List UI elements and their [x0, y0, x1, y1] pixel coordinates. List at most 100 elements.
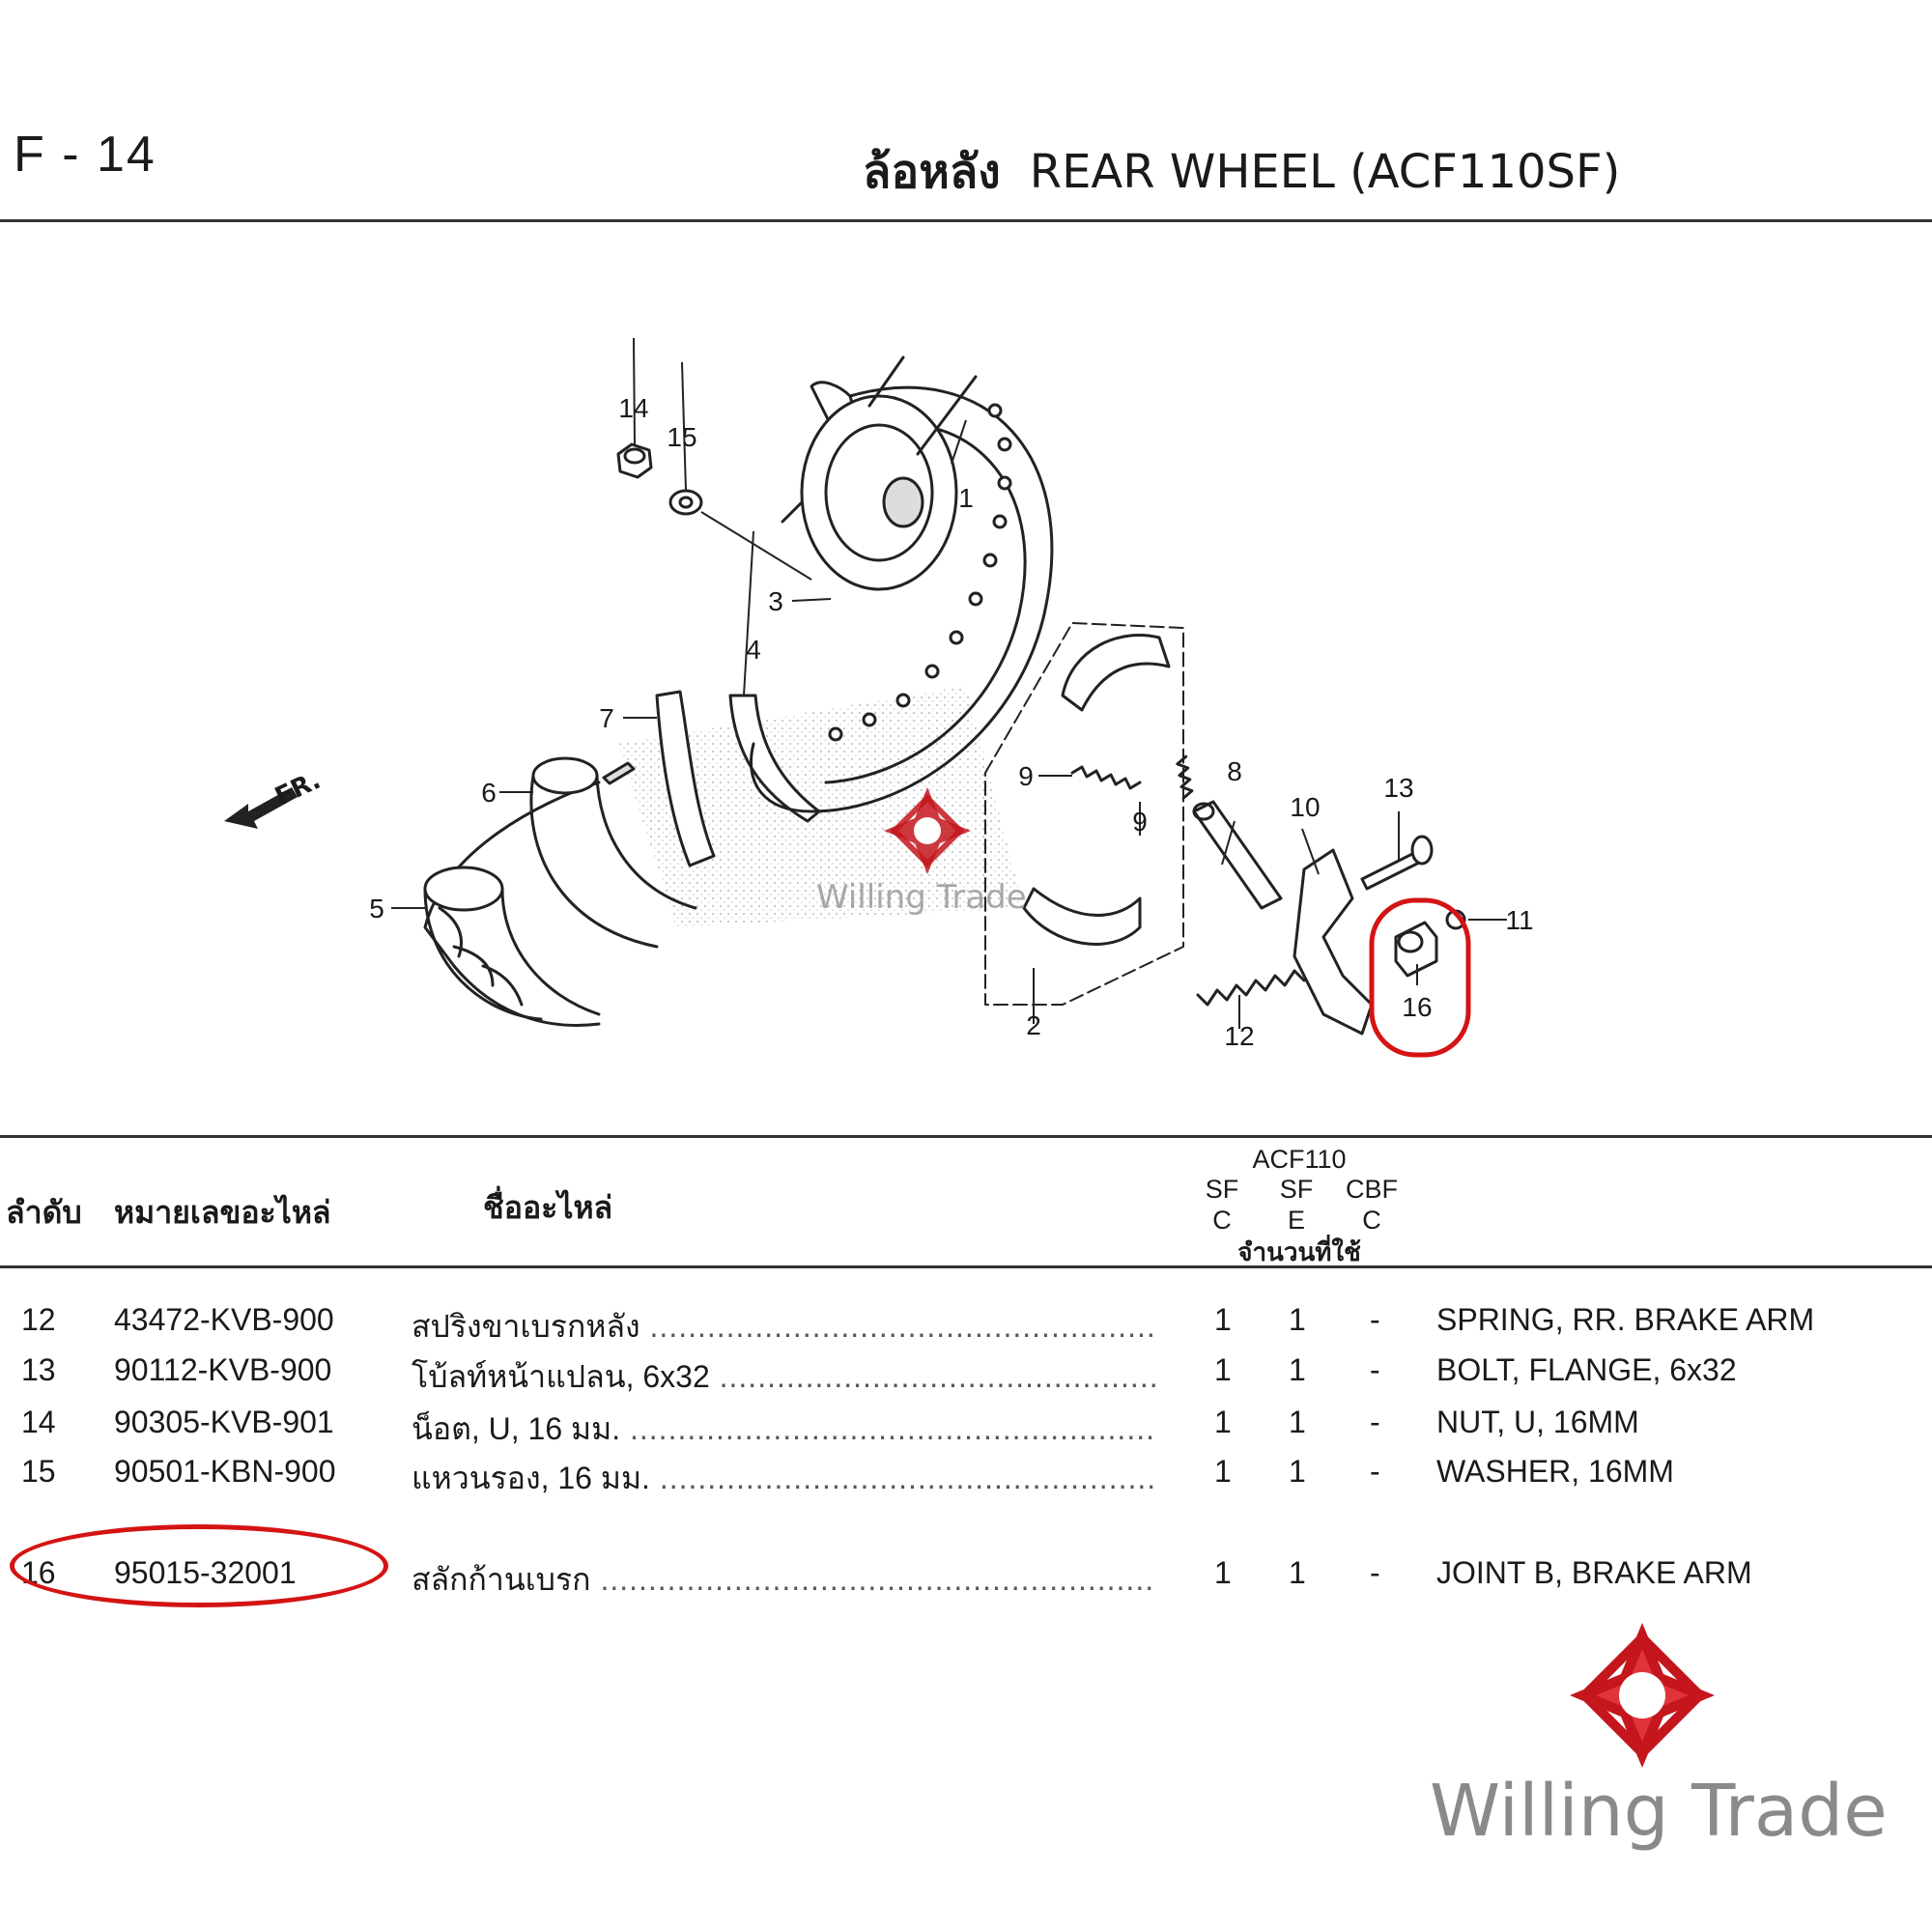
watermark-text: Willing Trade [1430, 1770, 1888, 1853]
col-header-no: ลำดับ [6, 1194, 82, 1231]
page-title-thai: ล้อหลัง [863, 145, 1001, 199]
callout-1: 1 [958, 483, 974, 513]
brake-shoe-lower [1022, 887, 1142, 946]
col-header-qty: จำนวนที่ใช้ [1237, 1238, 1361, 1267]
variant-2-line1: SF [1279, 1175, 1314, 1204]
callout-6: 6 [481, 778, 497, 808]
callout-16: 16 [1402, 992, 1432, 1022]
brake-shoe-upper [1061, 634, 1171, 712]
row-qty-sf-e: 1 [1289, 1352, 1306, 1387]
brake-joint-part [1394, 921, 1438, 978]
callout-11: 11 [1505, 905, 1533, 935]
row-qty-sf-c: 1 [1214, 1302, 1232, 1337]
row-qty-sf-e: 1 [1289, 1454, 1306, 1489]
row-no: 14 [21, 1405, 56, 1439]
callout-9b: 9 [1132, 807, 1148, 837]
table-row: 14 90305-KVB-901 น็อต, U, 16 มม. .........… [0, 1405, 1932, 1453]
inner-tube-part [529, 756, 697, 949]
col-header-part-no: หมายเลขอะไหล่ [114, 1194, 331, 1231]
front-arrow-icon [224, 787, 298, 829]
row-name-thai: โบ้ลท์หน้าแปลน, 6x32 ...................… [412, 1352, 1157, 1402]
shadow-stipple [618, 686, 1024, 927]
highlight-part-16 [1369, 897, 1471, 1058]
row-name-english: SPRING, RR. BRAKE ARM [1436, 1302, 1815, 1337]
row-qty-cbf-c: - [1370, 1302, 1380, 1337]
row-qty-sf-c: 1 [1214, 1405, 1232, 1439]
nut-part [616, 442, 653, 479]
exploded-parts-diagram: 14 15 1 3 4 7 6 5 9 9 2 8 10 13 11 12 16… [224, 337, 1534, 1058]
callout-12: 12 [1224, 1021, 1254, 1051]
row-part-number: 90305-KVB-901 [114, 1405, 334, 1439]
wheel-rim-part [750, 355, 1054, 813]
row-name-english: JOINT B, BRAKE ARM [1436, 1555, 1752, 1590]
brake-spring-right [1176, 754, 1194, 800]
row-qty-cbf-c: - [1370, 1352, 1380, 1387]
washer-part [668, 489, 703, 516]
row-qty-cbf-c: - [1370, 1405, 1380, 1439]
row-qty-sf-e: 1 [1289, 1555, 1306, 1590]
callout-13: 13 [1383, 773, 1413, 803]
row-name-english: WASHER, 16MM [1436, 1454, 1674, 1489]
brake-cam-part [1192, 800, 1283, 910]
row-name-english: NUT, U, 16MM [1436, 1405, 1639, 1439]
row-name-thai: สปริงขาเบรกหลัง ........................… [412, 1302, 1157, 1351]
table-row: 12 43472-KVB-900 สปริงขาเบรกหลัง .........… [0, 1302, 1932, 1350]
highlight-row-16 [10, 1524, 388, 1607]
row-qty-sf-e: 1 [1289, 1302, 1306, 1337]
row-part-number: 90112-KVB-900 [114, 1352, 332, 1387]
watermark-logo [1570, 1623, 1715, 1768]
row-qty-cbf-c: - [1370, 1555, 1380, 1590]
row-qty-sf-c: 1 [1214, 1454, 1232, 1489]
variant-1-line2: C [1212, 1206, 1232, 1235]
table-top-divider [0, 1135, 1932, 1138]
rim-band-part [655, 690, 716, 867]
brake-arm-spring-part [1196, 969, 1306, 1007]
row-no: 13 [21, 1352, 56, 1387]
front-label: FR. [270, 766, 325, 812]
dot-leader: ........................................… [649, 1309, 1157, 1344]
callout-3: 3 [768, 586, 783, 616]
callout-8: 8 [1227, 756, 1242, 786]
variant-2-line2: E [1287, 1206, 1305, 1235]
page-title-english: REAR WHEEL (ACF110SF) [1029, 145, 1621, 199]
col-header-model: ACF110 [1252, 1145, 1347, 1174]
variant-3-line1: CBF [1346, 1175, 1398, 1204]
callout-10: 10 [1290, 792, 1320, 822]
row-name-thai: น็อต, U, 16 มม. ........................… [412, 1405, 1157, 1454]
callout-9a: 9 [1018, 761, 1034, 791]
watermark-logo-small [884, 787, 971, 874]
variant-3-line2: C [1362, 1206, 1381, 1235]
dot-leader: ........................................… [630, 1411, 1157, 1446]
row-part-number: 43472-KVB-900 [114, 1302, 334, 1337]
row-qty-sf-c: 1 [1214, 1352, 1232, 1387]
spoke-holes [828, 403, 1012, 742]
callout-7: 7 [599, 703, 614, 733]
row-no: 12 [21, 1302, 56, 1337]
callout-2: 2 [1026, 1010, 1041, 1040]
brake-arm-part [1293, 848, 1374, 1036]
callout-15: 15 [667, 422, 696, 452]
watermark-text-small: Willing Trade [816, 878, 1027, 917]
row-qty-sf-e: 1 [1289, 1405, 1306, 1439]
brake-spring-left [1070, 765, 1142, 790]
dot-leader: ........................................… [600, 1562, 1157, 1597]
variant-1-line1: SF [1205, 1175, 1239, 1204]
brake-shoe-set-outline [984, 622, 1184, 1006]
dot-leader: ........................................… [719, 1359, 1157, 1394]
row-name-thai: แหวนรอง, 16 มม. ........................… [412, 1454, 1157, 1503]
table-row: 13 90112-KVB-900 โบ้ลท์หน้าแปลน, 6x32 ....… [0, 1352, 1932, 1401]
callout-4: 4 [746, 635, 761, 665]
row-name-thai: สลักก้านเบรก ...........................… [412, 1555, 1157, 1605]
tire-part [423, 781, 601, 1027]
row-qty-cbf-c: - [1370, 1454, 1380, 1489]
flange-bolt-part [1360, 835, 1434, 891]
col-header-part-name: ชื่ออะไหล่ [483, 1189, 613, 1226]
page-title: ล้อหลัง REAR WHEEL (ACF110SF) [863, 135, 1620, 209]
row-name-english: BOLT, FLANGE, 6x32 [1436, 1352, 1737, 1387]
row-no: 15 [21, 1454, 56, 1489]
row-qty-sf-c: 1 [1214, 1555, 1232, 1590]
callout-5: 5 [369, 894, 384, 923]
dot-leader: ........................................… [659, 1461, 1157, 1495]
callout-14: 14 [618, 393, 648, 423]
